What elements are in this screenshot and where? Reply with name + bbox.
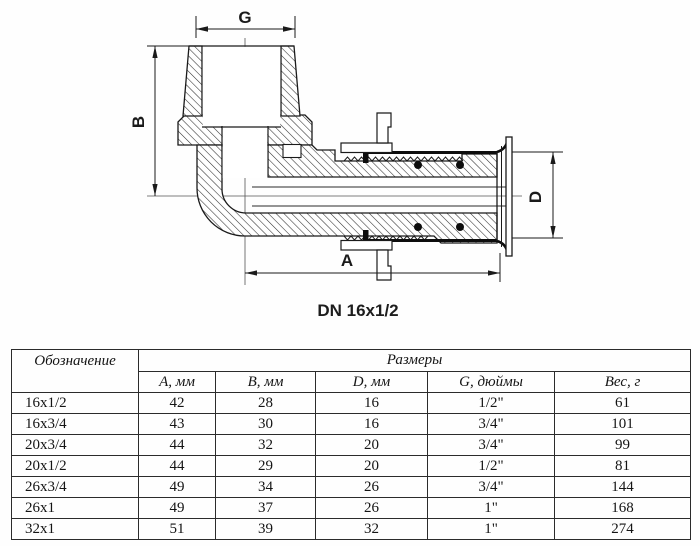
col-header-g: G, дюймы <box>427 371 555 393</box>
cell-d: 26 <box>315 497 428 519</box>
cell-b: 28 <box>215 392 316 414</box>
dim-label-d: D <box>526 191 545 203</box>
table-row: 16x3/4 43 30 16 3/4" 101 <box>11 413 692 435</box>
cell-g: 1/2" <box>427 455 555 477</box>
cell-designation: 16x3/4 <box>11 413 139 435</box>
table-row: 26x1 49 37 26 1" 168 <box>11 497 692 519</box>
cell-a: 49 <box>138 497 216 519</box>
cell-weight: 168 <box>553 497 692 519</box>
dim-label-g: G <box>238 8 251 27</box>
table-header-row: Обозначение Размеры <box>11 349 692 393</box>
cell-d: 16 <box>315 392 428 414</box>
press-top-wall <box>267 144 498 178</box>
o-ring-dot <box>456 223 464 231</box>
thread-wall-left <box>182 45 203 117</box>
cell-g: 1" <box>427 497 555 519</box>
o-ring-dot <box>414 161 422 169</box>
cell-weight: 144 <box>553 476 692 498</box>
cell-g: 1" <box>427 518 555 540</box>
press-sleeve-top <box>340 112 497 163</box>
cell-b: 37 <box>215 497 316 519</box>
dim-label-b: B <box>129 116 148 128</box>
cell-d: 16 <box>315 413 428 435</box>
cell-designation: 26x3/4 <box>11 476 139 498</box>
cell-weight: 99 <box>553 434 692 456</box>
table-row: 32x1 51 39 32 1" 274 <box>11 518 692 540</box>
cell-d: 20 <box>315 434 428 456</box>
cell-d: 20 <box>315 455 428 477</box>
cell-g: 3/4" <box>427 434 555 456</box>
cell-d: 32 <box>315 518 428 540</box>
cell-a: 49 <box>138 476 216 498</box>
drawing-caption: DN 16x1/2 <box>317 301 398 320</box>
sizes-header: Размеры <box>137 349 692 372</box>
table-row: 20x1/2 44 29 20 1/2" 81 <box>11 455 692 477</box>
cell-designation: 32x1 <box>11 518 139 540</box>
cell-weight: 274 <box>553 518 692 540</box>
elbow-lower-wall <box>196 144 498 244</box>
cell-weight: 81 <box>553 455 692 477</box>
cell-designation: 20x1/2 <box>11 455 139 477</box>
o-ring-dot <box>414 223 422 231</box>
cell-g: 1/2" <box>427 392 555 414</box>
cell-g: 3/4" <box>427 413 555 435</box>
cell-b: 29 <box>215 455 316 477</box>
table-subheader-row: A, мм B, мм D, мм G, дюймы Вес, г <box>12 371 692 393</box>
col-header-a: A, мм <box>138 371 216 393</box>
cell-a: 44 <box>138 434 216 456</box>
col-header-d: D, мм <box>315 371 428 393</box>
cell-g: 3/4" <box>427 476 555 498</box>
dimensions-table: Обозначение Размеры A, мм B, мм D, мм G,… <box>11 349 692 540</box>
dimension-d: D <box>512 151 563 239</box>
cell-a: 43 <box>138 413 216 435</box>
cell-a: 42 <box>138 392 216 414</box>
cell-a: 51 <box>138 518 216 540</box>
table-row: 26x3/4 49 34 26 3/4" 144 <box>11 476 692 498</box>
dimension-b: B <box>129 45 202 196</box>
table-row: 20x3/4 44 32 20 3/4" 99 <box>11 434 692 456</box>
dimension-g: G <box>195 8 296 38</box>
cell-b: 39 <box>215 518 316 540</box>
o-rings <box>414 161 464 231</box>
cell-designation: 20x3/4 <box>11 434 139 456</box>
bores <box>189 45 506 207</box>
table-row: 16x1/2 42 28 16 1/2" 61 <box>11 392 692 414</box>
dim-label-a: A <box>341 251 353 270</box>
cell-designation: 16x1/2 <box>11 392 139 414</box>
cell-a: 44 <box>138 455 216 477</box>
o-ring-dot <box>456 161 464 169</box>
cell-weight: 101 <box>553 413 692 435</box>
col-header-b: B, мм <box>215 371 316 393</box>
designation-header: Обозначение <box>11 349 139 393</box>
technical-drawing: G B D A DN 16x1/2 <box>129 8 563 320</box>
col-header-weight: Вес, г <box>553 371 692 393</box>
cell-d: 26 <box>315 476 428 498</box>
cell-b: 30 <box>215 413 316 435</box>
flare-end <box>496 136 513 257</box>
cell-designation: 26x1 <box>11 497 139 519</box>
thread-wall-right <box>280 45 301 117</box>
cell-weight: 61 <box>553 392 692 414</box>
cell-b: 32 <box>215 434 316 456</box>
sleeve-tab-top <box>376 112 392 144</box>
sleeve-tab-bottom <box>376 249 392 281</box>
cell-b: 34 <box>215 476 316 498</box>
dimension-a: A <box>245 251 501 282</box>
